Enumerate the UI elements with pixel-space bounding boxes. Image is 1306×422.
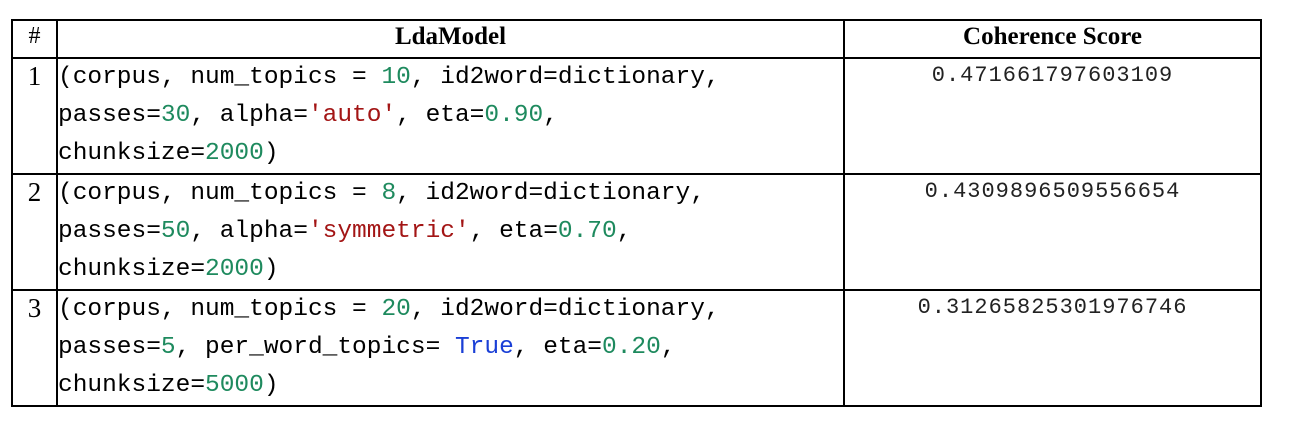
code-token: passes= [58,334,161,361]
coherence-score-value: 0.31265825301976746 [843,289,1262,407]
code-token: , per_word_topics= [175,334,455,361]
code-line: chunksize=2000) [58,135,843,173]
code-token: 5000 [205,372,264,399]
code-token: , [543,102,558,129]
code-token: 2000 [205,140,264,167]
code-token: 0.70 [557,218,617,245]
code-line: (corpus, num_topics = 8, id2word=diction… [58,175,843,213]
code-line: passes=50, alpha='symmetric', eta=0.70, [58,213,843,251]
code-token: True [454,334,514,361]
code-token: 50 [160,218,191,245]
code-token: 10 [381,64,411,91]
code-token: 2000 [205,256,264,283]
model-params-cell: (corpus, num_topics = 8, id2word=diction… [56,173,845,291]
code-token: chunksize= [58,140,206,167]
code-token: 'auto' [307,102,397,129]
code-line: (corpus, num_topics = 10, id2word=dictio… [58,59,843,97]
code-token: 0.90 [484,102,544,129]
code-token: ) [263,256,279,283]
code-token: chunksize= [58,372,206,399]
code-token: 5 [160,334,176,361]
code-line: passes=5, per_word_topics= True, eta=0.2… [58,329,843,367]
code-token: (corpus, num_topics = [58,64,382,91]
code-token: , alpha= [190,218,308,245]
code-token: , alpha= [190,102,308,129]
code-token: passes= [58,218,161,245]
code-line: chunksize=5000) [58,367,843,405]
code-token: 20 [381,296,411,323]
code-token: 8 [381,180,397,207]
code-token: passes= [58,102,161,129]
table-row: 3 (corpus, num_topics = 20, id2word=dict… [11,289,1262,407]
code-line: passes=30, alpha='auto', eta=0.90, [58,97,843,135]
code-token: , [660,334,676,361]
row-number: 3 [11,289,58,407]
code-token: , eta= [513,334,603,361]
code-token: , eta= [396,102,485,129]
code-token: , id2word=dictionary, [410,296,720,323]
code-token: , [616,218,632,245]
model-params-cell: (corpus, num_topics = 10, id2word=dictio… [56,57,845,175]
code-token: ) [263,140,279,167]
code-token: 'symmetric' [307,218,470,245]
header-coherence-score: Coherence Score [843,19,1262,59]
code-token: 0.20 [602,334,661,361]
row-number: 1 [11,57,58,175]
row-number: 2 [11,173,58,291]
header-ldamodel: LdaModel [56,19,845,59]
header-row: # LdaModel Coherence Score [11,19,1262,59]
code-token: 30 [160,102,191,129]
code-line: (corpus, num_topics = 20, id2word=dictio… [58,291,843,329]
coherence-score-value: 0.471661797603109 [843,57,1262,175]
code-token: chunksize= [58,256,206,283]
code-token: , eta= [469,218,558,245]
table-row: 1 (corpus, num_topics = 10, id2word=dict… [11,57,1262,175]
code-token: (corpus, num_topics = [58,296,382,323]
code-token: (corpus, num_topics = [58,180,382,207]
coherence-score-value: 0.4309896509556654 [843,173,1262,291]
table-row: 2 (corpus, num_topics = 8, id2word=dicti… [11,173,1262,291]
code-line: chunksize=2000) [58,251,843,289]
header-number: # [11,19,58,59]
model-params-cell: (corpus, num_topics = 20, id2word=dictio… [56,289,845,407]
code-token: ) [263,372,279,399]
code-token: , id2word=dictionary, [410,64,720,91]
coherence-results-table: # LdaModel Coherence Score 1 (corpus, nu… [11,19,1262,407]
code-token: , id2word=dictionary, [396,180,705,207]
